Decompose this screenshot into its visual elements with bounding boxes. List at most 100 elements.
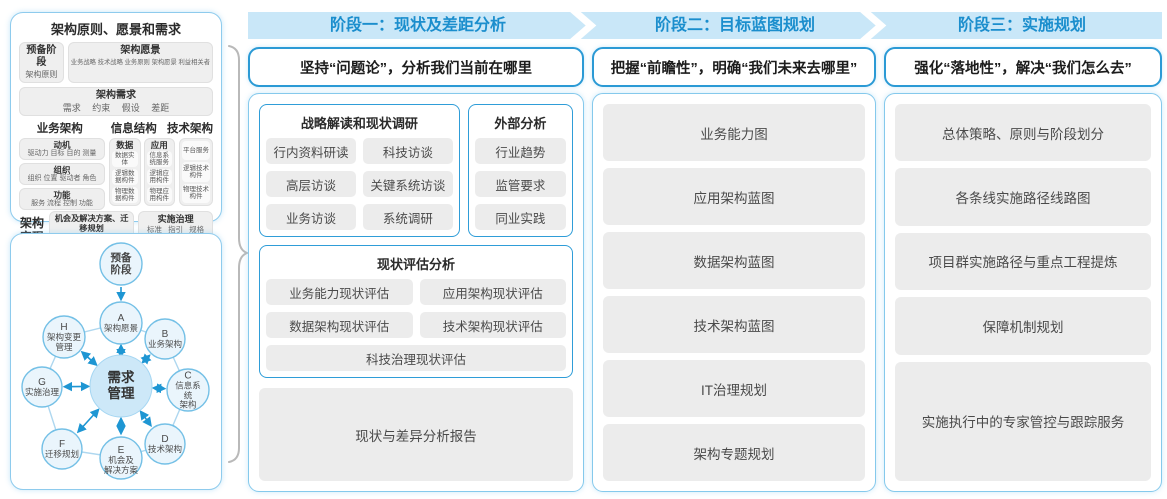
- data-group-title: 数据: [116, 140, 134, 150]
- survey-item: 业务访谈: [266, 204, 356, 230]
- prep-sub: 架构原则: [25, 70, 58, 79]
- arrow-c: [151, 383, 167, 394]
- phase3-item: 实施执行中的专家管控与跟踪服务: [895, 361, 1151, 481]
- function-box: 功能 服务 流程 控制 功能: [19, 188, 105, 210]
- panel-title: 架构原则、愿景和需求: [50, 22, 181, 37]
- arrow-b: [140, 353, 152, 365]
- motivation-box: 动机 驱动力 目标 目的 测量: [19, 138, 105, 160]
- biz-arch-column: 动机 驱动力 目标 目的 测量 组织 组织 位置 驱动者 角色 功能 服务 流程…: [19, 138, 105, 210]
- phase1-subtitle: 坚持“问题论”，分析我们当前在哪里: [248, 47, 584, 87]
- data-group: 数据 数据实体 逻辑数据构件 物理数据构件: [109, 138, 141, 206]
- data-item: 物理数据构件: [112, 187, 138, 203]
- arrow-d: [139, 410, 152, 427]
- organization-sub: 组织 位置 驱动者 角色: [27, 175, 97, 182]
- arrow-f: [76, 408, 100, 434]
- tech-item: 物理技术构件: [182, 183, 210, 203]
- assessment-items: 业务能力现状评估 应用架构现状评估 数据架构现状评估 技术架构现状评估 科技治理…: [266, 279, 566, 371]
- current-assessment-box: 现状评估分析 业务能力现状评估 应用架构现状评估 数据架构现状评估 技术架构现状…: [259, 245, 573, 378]
- arrow-h: [80, 350, 98, 367]
- vision-box: 架构愿景 业务战略 技术战略 业务原则 架构愿景 利益相关者: [67, 42, 213, 83]
- phase-band: 阶段一：现状及差距分析 阶段二：目标蓝图规划 阶段三：实施规划: [248, 12, 1162, 39]
- gap-analysis-report-box: 现状与差异分析报告: [259, 388, 573, 481]
- requirements-sub: 需求 约束 假设 差距: [62, 103, 170, 113]
- prep-circle: [99, 242, 143, 286]
- phase1-title: 阶段一：现状及差距分析: [329, 17, 506, 34]
- phase1-top-row: 战略解读和现状调研 行内资料研读 科技访谈 高层访谈 关键系统访谈 业务访谈 系…: [259, 104, 573, 237]
- survey-title: 战略解读和现状调研: [300, 116, 418, 131]
- phase3-content-panel: 总体策略、原则与阶段划分 各条线实施路径线路图 项目群实施路径与重点工程提炼 保…: [884, 93, 1162, 492]
- phase3-title: 阶段三：实施规划: [957, 17, 1086, 34]
- prep-title: 预备阶段: [26, 45, 57, 68]
- node-circle-a: [99, 301, 143, 345]
- survey-item: 高层访谈: [266, 171, 356, 197]
- phase3-items: 总体策略、原则与阶段划分 各条线实施路径线路图 项目群实施路径与重点工程提炼 保…: [895, 104, 1151, 481]
- phase1-content-panel: 战略解读和现状调研 行内资料研读 科技访谈 高层访谈 关键系统访谈 业务访谈 系…: [248, 93, 584, 492]
- phase2-subtitle: 把握“前瞻性”，明确“我们未来去哪里”: [592, 47, 876, 87]
- tech-item: 逻辑技术构件: [182, 162, 210, 182]
- survey-item: 行内资料研读: [266, 138, 356, 164]
- chevron-icon: [570, 12, 597, 39]
- assessment-item: 技术架构现状评估: [419, 312, 566, 338]
- assessment-title: 现状评估分析: [376, 257, 455, 272]
- assessment-item: 科技治理现状评估: [266, 345, 566, 371]
- app-item: 逻辑应用构件: [146, 169, 172, 185]
- phase-band-graphic: [248, 12, 1162, 39]
- data-item: 逻辑数据构件: [112, 169, 138, 185]
- external-analysis-box: 外部分析 行业趋势 监管要求 同业实践: [467, 104, 573, 237]
- node-circle-b: [144, 318, 186, 360]
- external-item: 行业趋势: [474, 138, 566, 164]
- chevron-icon: [860, 12, 887, 39]
- architecture-columns: 动机 驱动力 目标 目的 测量 组织 组织 位置 驱动者 角色 功能 服务 流程…: [19, 138, 213, 210]
- vision-sub: 业务战略 技术战略 业务原则 架构愿景 利益相关者: [70, 59, 210, 66]
- assessment-item: 业务能力现状评估: [266, 279, 413, 305]
- biz-arch-header: 业务架构: [36, 123, 83, 135]
- motivation-title: 动机: [53, 140, 71, 150]
- app-group: 应用 信息系统服务 逻辑应用构件 物理应用构件: [143, 138, 175, 206]
- adm-cycle-graphic: [21, 242, 210, 480]
- architecture-column-headers: 业务架构 信息结构 技术架构: [19, 120, 213, 136]
- phase2-item: 业务能力图: [603, 104, 865, 161]
- prep-vision-row: 预备阶段 架构原则 架构愿景 业务战略 技术战略 业务原则 架构愿景 利益相关者: [19, 42, 213, 83]
- requirements-title: 架构需求: [96, 90, 136, 101]
- function-sub: 服务 流程 控制 功能: [31, 200, 93, 207]
- external-item: 同业实践: [474, 204, 566, 230]
- strategy-survey-box: 战略解读和现状调研 行内资料研读 科技访谈 高层访谈 关键系统访谈 业务访谈 系…: [259, 104, 460, 237]
- tech-arch-header: 技术架构: [167, 123, 213, 135]
- requirements-box: 架构需求 需求 约束 假设 差距: [19, 87, 213, 116]
- impl-governance-title: 实施治理: [157, 214, 194, 224]
- external-items: 行业趋势 监管要求 同业实践: [474, 138, 566, 230]
- assessment-item: 应用架构现状评估: [419, 279, 566, 305]
- brace-connector: [228, 45, 250, 463]
- opportunity-title: 机会及解决方案、迁移规划: [54, 214, 129, 233]
- phase3-item: 各条线实施路径线路图: [895, 168, 1151, 226]
- phase2-items: 业务能力图 应用架构蓝图 数据架构蓝图 技术架构蓝图 IT治理规划 架构专题规划: [603, 104, 865, 481]
- tech-arch-column: 平台服务 逻辑技术构件 物理技术构件: [179, 138, 213, 206]
- tech-item: 平台服务: [182, 141, 210, 161]
- function-title: 功能: [53, 190, 71, 200]
- requirements-row: 架构需求 需求 约束 假设 差距: [19, 87, 213, 116]
- app-item: 信息系统服务: [146, 151, 172, 167]
- impl-governance-sub: 标准 指引 规格: [146, 225, 205, 234]
- center-circle: [89, 354, 153, 418]
- node-circle-c: [166, 368, 210, 412]
- survey-item: 科技访谈: [362, 138, 453, 164]
- architecture-principles-panel: 架构原则、愿景和需求 预备阶段 架构原则 架构愿景 业务战略 技术战略 业务原则…: [10, 12, 222, 248]
- external-title: 外部分析: [494, 116, 547, 131]
- phase3-item: 总体策略、原则与阶段划分: [895, 104, 1151, 162]
- phase2-item: 数据架构蓝图: [603, 232, 865, 289]
- organization-title: 组织: [53, 165, 71, 175]
- motivation-sub: 驱动力 目标 目的 测量: [27, 150, 97, 157]
- node-circle-g: [21, 366, 63, 408]
- phase2-item: IT治理规划: [603, 360, 865, 417]
- app-item: 物理应用构件: [146, 187, 172, 203]
- survey-items: 行内资料研读 科技访谈 高层访谈 关键系统访谈 业务访谈 系统调研: [266, 138, 453, 230]
- survey-item: 系统调研: [362, 204, 453, 230]
- info-structure-column: 数据 数据实体 逻辑数据构件 物理数据构件 应用 信息系统服务 逻辑应用构件 物…: [109, 138, 175, 206]
- phase3-item: 项目群实施路径与重点工程提炼: [895, 232, 1151, 291]
- vision-title: 架构愿景: [120, 45, 161, 56]
- data-item: 数据实体: [112, 151, 138, 167]
- app-group-title: 应用: [150, 140, 168, 150]
- phase3-subtitle: 强化“落地性”，解决“我们怎么去”: [884, 47, 1162, 87]
